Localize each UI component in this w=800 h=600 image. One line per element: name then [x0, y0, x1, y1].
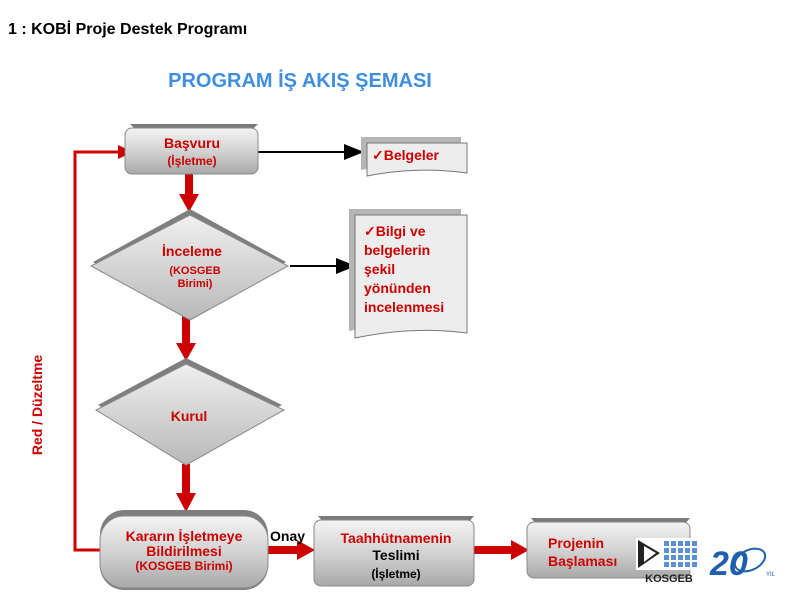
page-title: 1 : KOBİ Proje Destek Programı [8, 21, 248, 38]
karar-line2: Bildirilmesi [146, 543, 221, 559]
bilgi-line-5: incelenmesi [364, 299, 444, 315]
bilgi-line-4: yönünden [364, 280, 431, 296]
taahhut-line1: Taahhütnamenin [341, 530, 452, 546]
belgeler-doc: ✓Belgeler [361, 137, 468, 177]
bilgi-doc: ✓Bilgi ve belgelerin şekil yönünden ince… [349, 209, 468, 339]
anniversary-number: 20 [709, 545, 748, 583]
inceleme-line3: Birimi) [178, 278, 213, 290]
proje-line2: Başlaması [548, 553, 617, 569]
karar-line3: (KOSGEB Birimi) [135, 559, 232, 573]
arrow-karar-taahhut [268, 540, 315, 560]
bilgi-line-1: ✓Bilgi ve [364, 223, 426, 239]
taahhut-line3: (İşletme) [371, 566, 420, 581]
karar-box: Kararın İşletmeye Bildirilmesi (KOSGEB B… [99, 510, 269, 590]
side-label: Red / Düzeltme [29, 355, 45, 456]
basvuru-box: Başvuru (İşletme) [124, 124, 259, 175]
onay-label: Onay [270, 528, 305, 544]
proje-box: Projenin Başlaması [526, 518, 691, 579]
arrow-inceleme-kurul [176, 316, 196, 361]
inceleme-diamond: İnceleme (KOSGEB Birimi) [89, 209, 290, 321]
kosgeb-logo-text: KOSGEB [645, 573, 693, 585]
taahhut-box: Taahhütnamenin Teslimi (İşletme) [313, 516, 475, 587]
kurul-diamond: Kurul [94, 358, 286, 466]
anniversary-logo: 20 YIL [709, 545, 776, 583]
basvuru-line1: Başvuru [164, 135, 220, 151]
kosgeb-logo: KOSGEB [636, 538, 702, 585]
kurul-line1: Kurul [171, 408, 208, 424]
arrow-kurul-karar [176, 464, 196, 512]
bilgi-line-2: belgelerin [364, 242, 430, 258]
proje-line1: Projenin [548, 535, 604, 551]
arrow-basvuru-inceleme [179, 173, 199, 212]
taahhut-line2: Teslimi [372, 547, 419, 563]
feedback-loop [73, 145, 133, 552]
anniversary-sub: YIL [766, 572, 776, 578]
karar-line1: Kararın İşletmeye [126, 528, 243, 544]
bilgi-line-3: şekil [364, 261, 395, 277]
inceleme-line2: (KOSGEB [169, 265, 220, 277]
arrow-taahhut-proje [474, 540, 529, 560]
diagram-title: PROGRAM İŞ AKIŞ ŞEMASI [168, 70, 432, 92]
inceleme-line1: İnceleme [162, 243, 222, 259]
basvuru-line2: (İşletme) [167, 153, 216, 168]
belgeler-line: ✓Belgeler [372, 147, 440, 163]
